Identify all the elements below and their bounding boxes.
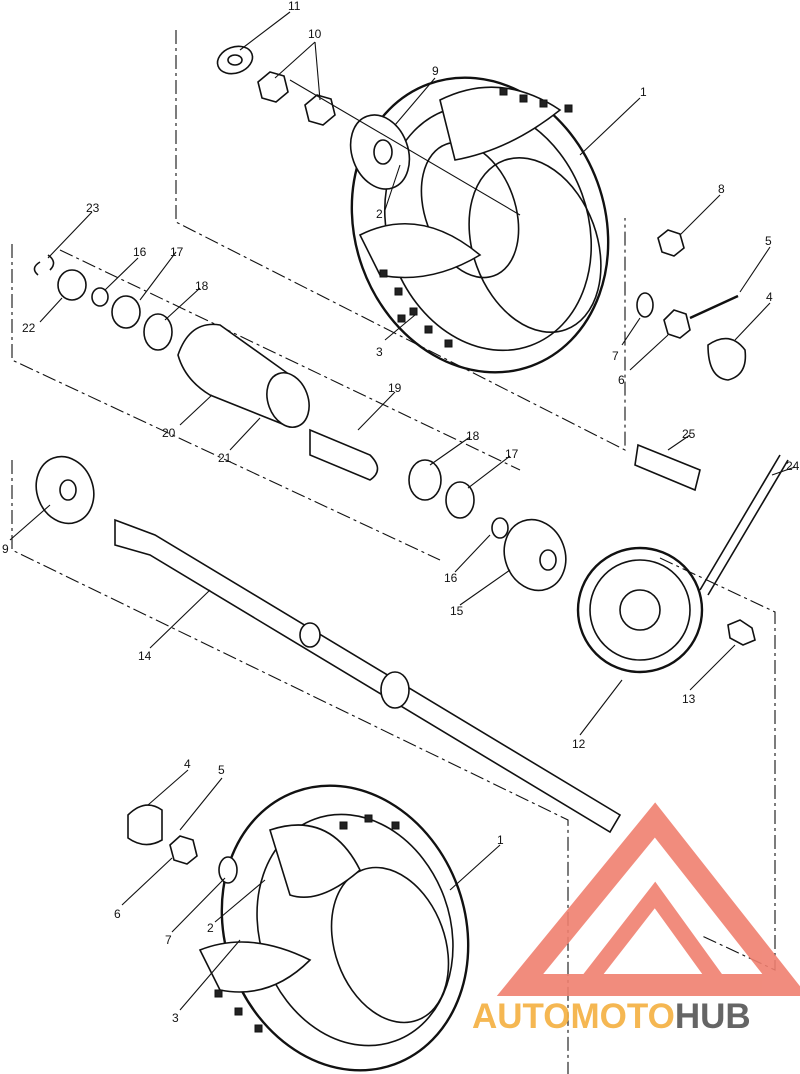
callout-21: 21: [218, 451, 232, 465]
callout-14: 14: [138, 649, 152, 663]
callout-13: 13: [682, 692, 696, 706]
callout-1: 1: [640, 85, 647, 99]
axle-housing-parts: [33, 254, 509, 539]
callout-16b: 16: [444, 571, 458, 585]
callout-15: 15: [450, 604, 464, 618]
callout-24: 24: [786, 459, 800, 473]
callout-8: 8: [718, 182, 725, 196]
callout-25: 25: [682, 427, 696, 441]
callout-4b: 4: [184, 757, 191, 771]
callout-6: 6: [618, 373, 625, 387]
callout-4: 4: [766, 290, 773, 304]
callout-10: 10: [308, 27, 322, 41]
callout-1b: 1: [497, 833, 504, 847]
upper-right-parts: [636, 229, 747, 381]
callout-17: 17: [170, 245, 184, 259]
callout-19: 19: [388, 381, 402, 395]
upper-wheel: [350, 76, 610, 374]
callout-7: 7: [612, 349, 619, 363]
callout-7b: 7: [165, 933, 172, 947]
leader-lines: [9, 11, 796, 1011]
callout-labels: 11 10 9 1 2 8 5 4 7 6 3 23 22 16 17 18 2…: [2, 0, 800, 1025]
watermark-text-hub: HUB: [675, 997, 751, 1036]
axle-assembly: [35, 455, 756, 834]
callout-3: 3: [376, 345, 383, 359]
callout-18b: 18: [466, 429, 480, 443]
automotohub-watermark: AUTOMOTOHUB: [472, 802, 800, 1036]
watermark-text-automoto: AUTOMOTO: [472, 997, 675, 1036]
upper-hub-parts: [216, 45, 521, 216]
callout-18: 18: [195, 279, 209, 293]
callout-3b: 3: [172, 1011, 179, 1025]
lower-wheel: [127, 784, 470, 1072]
callout-2b: 2: [207, 921, 214, 935]
callout-5b: 5: [218, 763, 225, 777]
callout-11: 11: [288, 0, 301, 13]
callout-16: 16: [133, 245, 147, 259]
group-outlines: [11, 30, 776, 1074]
callout-22: 22: [22, 321, 36, 335]
callout-9b: 9: [2, 542, 9, 556]
callout-12: 12: [572, 737, 586, 751]
callout-20: 20: [162, 426, 176, 440]
svg-text:AUTOMOTOHUB: AUTOMOTOHUB: [472, 997, 751, 1036]
callout-2: 2: [376, 207, 383, 221]
callout-23: 23: [86, 201, 100, 215]
callout-5: 5: [765, 234, 772, 248]
callout-9: 9: [432, 64, 439, 78]
callout-6b: 6: [114, 907, 121, 921]
chain-parts: [634, 443, 789, 596]
callout-17b: 17: [505, 447, 519, 461]
